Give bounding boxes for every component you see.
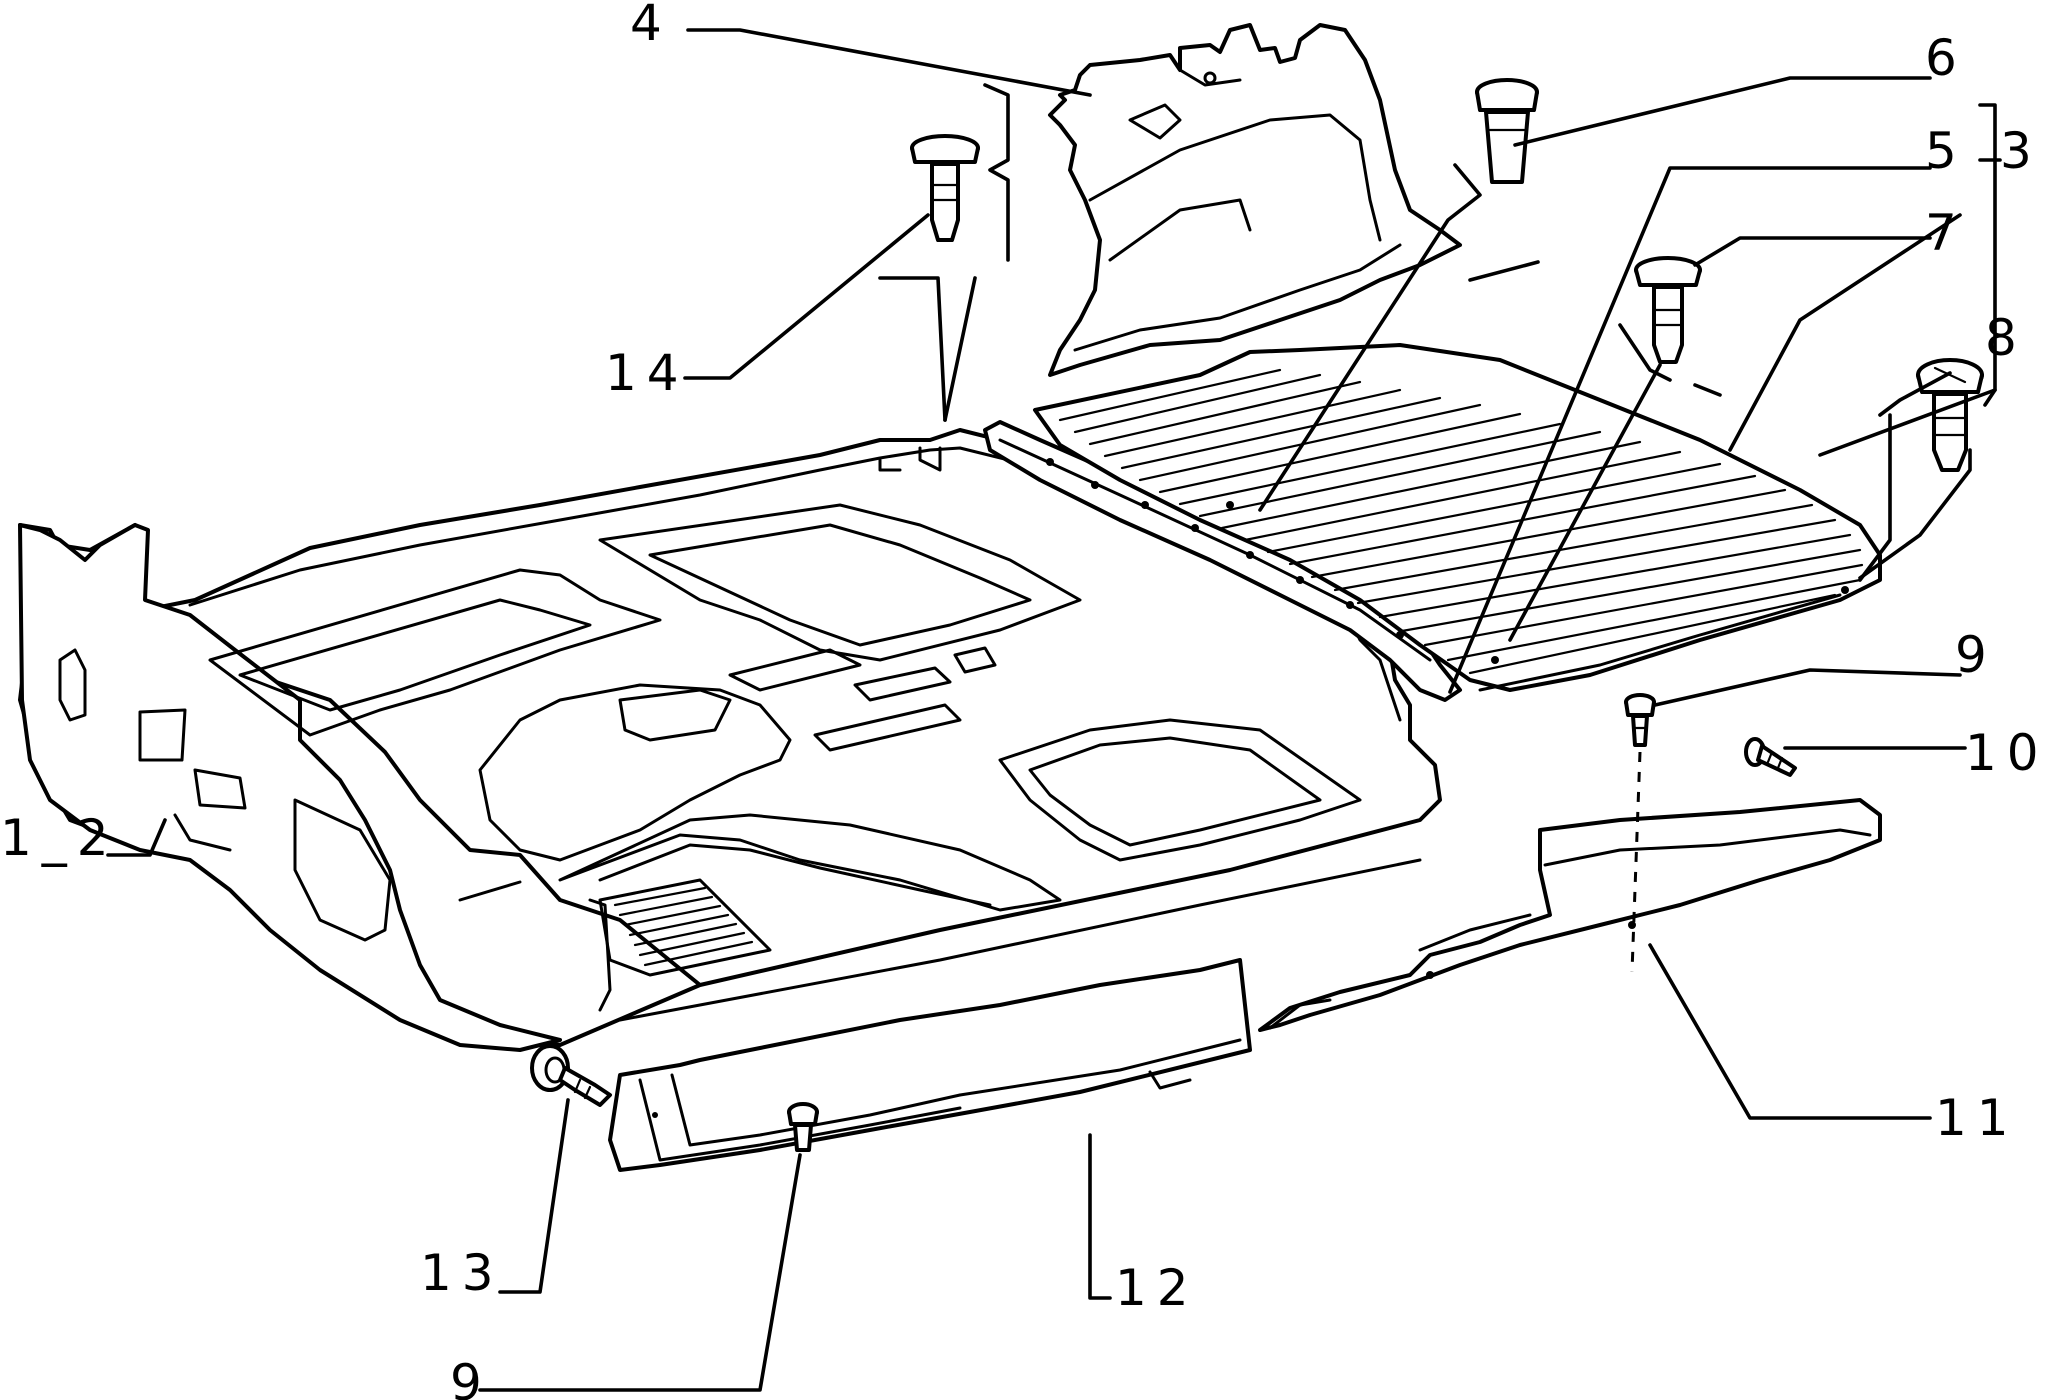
- callout-8: 8: [1985, 309, 2027, 367]
- callout-5: 5: [1925, 122, 1967, 180]
- callout-1-2: 1_2: [0, 809, 119, 867]
- fastener-9-lower: [787, 1102, 819, 1152]
- callout-12: 12: [1115, 1259, 1199, 1317]
- front-sill-part: [608, 958, 1252, 1172]
- fastener-10: [1744, 737, 1797, 777]
- callout-14: 14: [605, 344, 689, 402]
- callout-10: 10: [1965, 724, 2048, 782]
- rear-sill-part: [1258, 798, 1882, 1032]
- callout-9-lower: 9: [450, 1354, 492, 1400]
- fastener-13: [530, 1044, 612, 1107]
- callout-4: 4: [630, 0, 672, 52]
- ribbed-mat-part: [1033, 343, 1882, 692]
- callout-13: 13: [420, 1244, 504, 1302]
- callout-9-upper: 9: [1955, 626, 1997, 684]
- callout-11: 11: [1935, 1089, 2019, 1147]
- leader-lines: [106, 28, 2002, 1392]
- fastener-7: [1634, 256, 1702, 364]
- floor-mat-part: [18, 428, 1442, 1052]
- fastener-6: [1475, 78, 1539, 184]
- callout-3: 3: [2000, 122, 2042, 180]
- callout-7: 7: [1925, 204, 1967, 262]
- fastener-14: [910, 134, 980, 242]
- fastener-9-upper: [1624, 693, 1656, 747]
- corner-panel-part: [1048, 23, 1462, 377]
- callout-6: 6: [1925, 29, 1967, 87]
